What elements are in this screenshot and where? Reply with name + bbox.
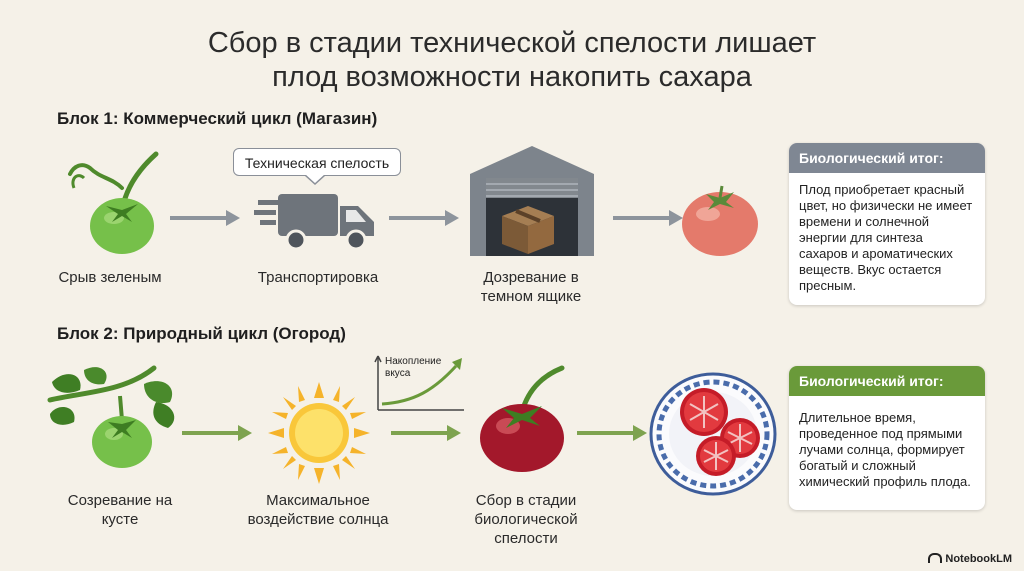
card-text: Плод приобретает красный цвет, но физиче… <box>799 182 973 293</box>
arrow-icon <box>170 210 240 226</box>
bubble-label: Техническая спелость <box>244 155 390 171</box>
arrow-icon <box>577 425 647 441</box>
logo-text: NotebookLM <box>945 553 1012 565</box>
caption-picked-green: Срыв зеленым <box>58 269 162 286</box>
card-text: Длительное время, проведенное под прямым… <box>799 410 971 489</box>
arrow-icon <box>391 425 461 441</box>
title-line-2: плод возможности накопить сахара <box>272 61 752 93</box>
taste-graph-icon <box>374 355 464 411</box>
caption-max-sun: Максимальное воздействие солнца <box>247 492 389 528</box>
technical-ripeness-bubble: Техническая спелость <box>233 148 401 176</box>
caption-transport: Транспортировка <box>257 269 379 286</box>
sliced-tomato-plate-icon <box>649 372 777 496</box>
card-header: Биологический итог: <box>789 143 985 173</box>
page-title: Сбор в стадии технической спелости лишае… <box>0 26 1024 94</box>
logo-icon <box>928 553 943 563</box>
warehouse-box-icon <box>470 146 594 256</box>
arrow-icon <box>613 210 683 226</box>
graph-label: Накопление вкуса <box>385 356 442 379</box>
caption-on-vine: Созревание на кусте <box>67 492 173 528</box>
card-header: Биологический итог: <box>789 366 985 396</box>
caption-bio-ripeness: Сбор в стадии биологической спелости <box>474 492 578 547</box>
sun-icon <box>268 382 370 484</box>
bubble-tail-icon <box>305 175 325 185</box>
arrow-icon <box>389 210 459 226</box>
tomato-on-vine-icon <box>47 365 175 468</box>
caption-dark-box: Дозревание в темном ящике <box>480 269 582 305</box>
title-line-1: Сбор в стадии технической спелости лишае… <box>207 27 817 59</box>
arrow-icon <box>182 425 252 441</box>
result-card-natural: Биологический итог: Длительное время, пр… <box>789 366 985 510</box>
pale-red-tomato-icon <box>682 185 758 256</box>
notebooklm-logo: NotebookLM <box>928 553 1012 565</box>
ripe-tomato-icon <box>480 365 565 472</box>
result-card-commercial: Биологический итог: Плод приобретает кра… <box>789 143 985 305</box>
truck-icon <box>254 194 374 251</box>
block1-heading: Блок 1: Коммерческий цикл (Магазин) <box>57 109 378 128</box>
green-tomato-icon <box>68 151 159 254</box>
block2-heading: Блок 2: Природный цикл (Огород) <box>57 324 346 343</box>
